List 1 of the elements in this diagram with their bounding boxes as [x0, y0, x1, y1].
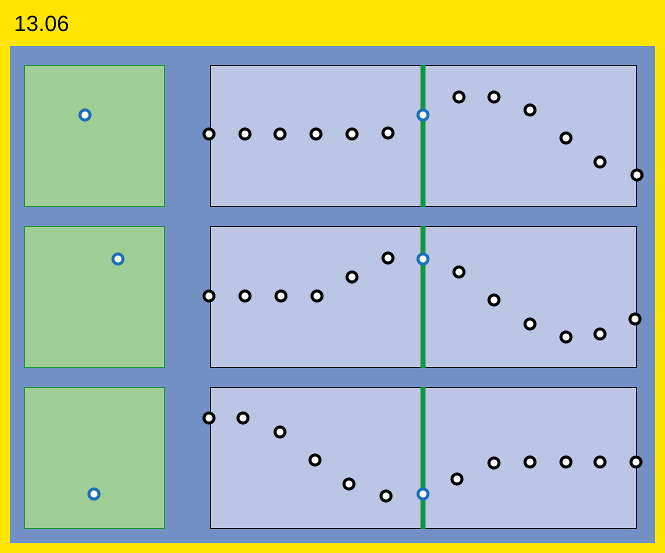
title-label: 13.06	[14, 10, 70, 38]
